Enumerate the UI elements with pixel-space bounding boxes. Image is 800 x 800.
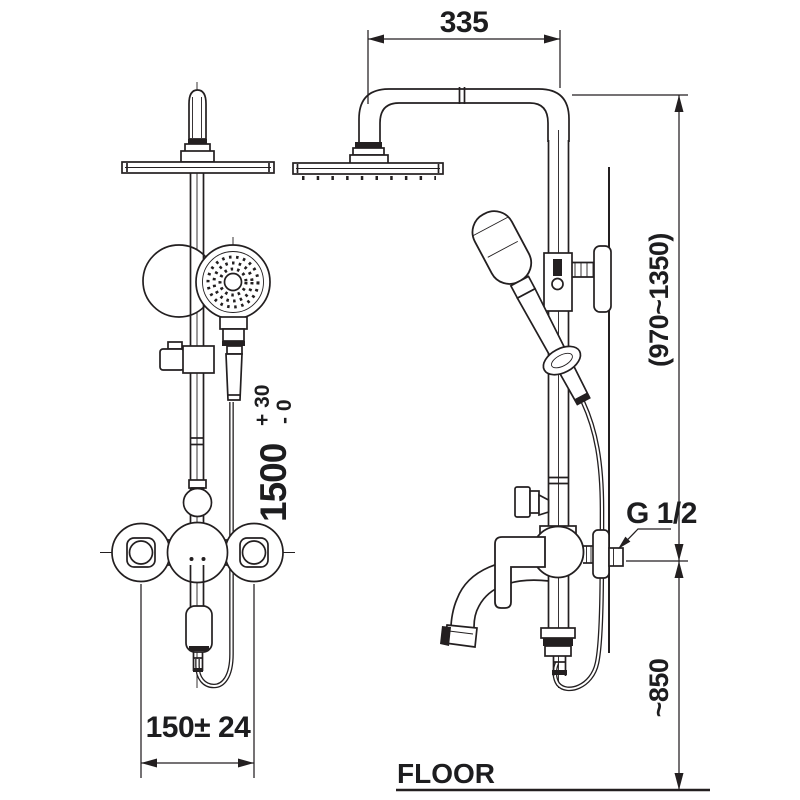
- thread-size-label: G 1/2: [626, 497, 697, 530]
- hose-length-callout: 1500 + 30 - 0: [251, 385, 296, 522]
- front-riser-cap: [180, 89, 215, 163]
- side-view: [292, 87, 624, 692]
- front-hose: [195, 402, 234, 689]
- hose-tolerance-minus-label: - 0: [273, 399, 296, 424]
- thread-callout: G 1/2: [618, 497, 697, 562]
- dimensions: 335 (970~1350) G 1/2 ~850 1500 + 30: [140, 6, 710, 792]
- floor-reference: FLOOR: [396, 758, 710, 792]
- hose-tolerance-plus-label: + 30: [251, 385, 274, 426]
- dim-top-width-label: 335: [440, 6, 489, 39]
- dim-height-range-label: (970~1350): [644, 233, 674, 367]
- side-mixer-valve: [494, 525, 624, 609]
- side-hose: [552, 401, 605, 692]
- front-mixer-valve: [111, 521, 284, 584]
- front-rain-shower-head: [121, 161, 275, 174]
- dim-outlet-height: ~850: [644, 561, 684, 790]
- side-rain-shower-head: [292, 142, 444, 180]
- side-lever-handle: [494, 536, 546, 609]
- front-view: [100, 82, 295, 689]
- side-wall-bracket: [543, 245, 612, 313]
- side-overhead-pipe: [358, 87, 570, 142]
- front-slider-bracket: [159, 341, 215, 374]
- side-diverter-knob: [514, 476, 569, 518]
- side-outlet-tube: [540, 627, 576, 676]
- dim-valve-spacing: 150± 24: [140, 584, 255, 778]
- dim-outlet-height-label: ~850: [644, 659, 674, 718]
- front-diverter-knob: [182, 479, 213, 518]
- side-hand-shower: [471, 210, 591, 406]
- dim-height-range: (970~1350): [572, 94, 688, 561]
- dim-valve-spacing-label: 150± 24: [146, 711, 252, 744]
- hose-length-label: 1500: [253, 443, 294, 522]
- floor-label: FLOOR: [397, 758, 495, 789]
- side-spout: [440, 558, 550, 648]
- dim-top-width: 335: [367, 6, 561, 104]
- g12-thread-nipple: [608, 547, 624, 567]
- front-spout: [185, 565, 213, 672]
- front-hand-shower: [195, 237, 271, 401]
- side-holder-ring: [542, 345, 582, 376]
